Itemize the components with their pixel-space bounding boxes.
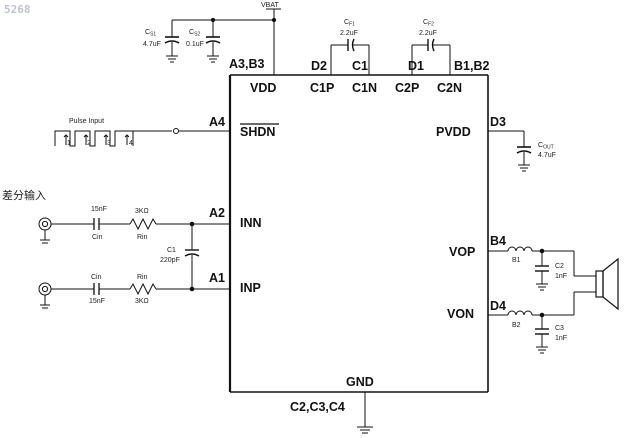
cs1-ref: CS1 bbox=[145, 29, 156, 38]
cf1-value: 2.2uF bbox=[340, 30, 358, 37]
amplifier-chip bbox=[228, 74, 489, 393]
c1-value: 220pF bbox=[160, 257, 180, 264]
pulse-step-4: 4 bbox=[129, 140, 133, 147]
pulse-input-label: Pulse Input bbox=[69, 118, 104, 125]
ball-label-gnd: C2,C3,C4 bbox=[290, 400, 345, 414]
cout-value: 4.7uF bbox=[538, 152, 556, 159]
capacitor-cout bbox=[488, 130, 532, 172]
ball-label-pvdd: D3 bbox=[490, 115, 506, 129]
ball-label-c2n: B1,B2 bbox=[454, 59, 489, 73]
pin-name-vdd: VDD bbox=[250, 81, 276, 95]
ground-symbol bbox=[357, 392, 373, 434]
ball-label-c1p: D2 bbox=[311, 59, 327, 73]
capacitor-cs2 bbox=[205, 20, 221, 63]
cs2-value: 0.1uF bbox=[186, 41, 204, 48]
inp-input-path bbox=[38, 282, 230, 309]
c3-value: 1nF bbox=[555, 335, 567, 342]
inn-input-path bbox=[38, 217, 230, 244]
b1-ref: B1 bbox=[512, 257, 521, 264]
rin-bot-ref: Rin bbox=[137, 274, 148, 281]
cs2-ref: CS2 bbox=[189, 29, 200, 38]
diff-input-label: 差分输入 bbox=[2, 188, 46, 202]
pulse-step-3: 3 bbox=[107, 140, 111, 147]
pin-name-vop: VOP bbox=[449, 245, 475, 259]
pulse-step-2: 2 bbox=[87, 140, 91, 147]
ball-label-vop: B4 bbox=[490, 234, 506, 248]
pin-name-c2n: C2N bbox=[437, 81, 462, 95]
rin-top-ref: Rin bbox=[137, 234, 148, 241]
ball-label-inn: A2 bbox=[209, 206, 225, 220]
ball-label-vdd: A3,B3 bbox=[229, 57, 264, 71]
rin-bot-value: 3KΩ bbox=[135, 298, 149, 305]
vbat-label: VBAT bbox=[261, 2, 279, 9]
speaker-icon bbox=[595, 257, 619, 311]
vop-output-filter bbox=[488, 246, 596, 291]
pin-name-pvdd: PVDD bbox=[436, 125, 471, 139]
cf2-value: 2.2uF bbox=[419, 30, 437, 37]
capacitor-cf1 bbox=[330, 38, 370, 75]
cout-ref: COUT bbox=[538, 142, 554, 151]
ball-label-von: D4 bbox=[490, 299, 506, 313]
cin-top-value: 15nF bbox=[91, 206, 107, 213]
pulse-input-waveform bbox=[54, 128, 230, 147]
capacitor-c1 bbox=[184, 224, 200, 289]
watermark-text: 5268 bbox=[4, 3, 31, 16]
von-output-filter bbox=[488, 291, 596, 354]
cs1-value: 4.7uF bbox=[143, 41, 161, 48]
ball-label-c2p: D1 bbox=[408, 59, 424, 73]
capacitor-cs1 bbox=[164, 20, 180, 63]
capacitor-cf2 bbox=[411, 38, 451, 75]
pin-name-von: VON bbox=[447, 307, 474, 321]
c3-ref: C3 bbox=[555, 325, 564, 332]
rin-top-value: 3KΩ bbox=[135, 208, 149, 215]
pin-name-inn: INN bbox=[240, 216, 262, 230]
pin-name-inp: INP bbox=[240, 281, 261, 295]
pin-name-gnd: GND bbox=[346, 375, 374, 389]
c2-ref: C2 bbox=[555, 263, 564, 270]
pin-name-c1n: C1N bbox=[352, 81, 377, 95]
pin-name-c1p: C1P bbox=[310, 81, 334, 95]
ball-label-shdn: A4 bbox=[209, 115, 225, 129]
cf2-ref: CF2 bbox=[423, 19, 434, 28]
pulse-step-1: 1 bbox=[67, 140, 71, 147]
pin-name-shdn: SHDN bbox=[240, 125, 275, 139]
cin-bot-value: 15nF bbox=[89, 298, 105, 305]
pin-name-c2p: C2P bbox=[395, 81, 419, 95]
c1-ref: C1 bbox=[167, 247, 176, 254]
cin-bot-ref: Cin bbox=[91, 274, 102, 281]
ball-label-c1n: C1 bbox=[352, 59, 368, 73]
b2-ref: B2 bbox=[512, 322, 521, 329]
cf1-ref: CF1 bbox=[344, 19, 355, 28]
c2-value: 1nF bbox=[555, 273, 567, 280]
ball-label-inp: A1 bbox=[209, 271, 225, 285]
cin-top-ref: Cin bbox=[92, 234, 103, 241]
